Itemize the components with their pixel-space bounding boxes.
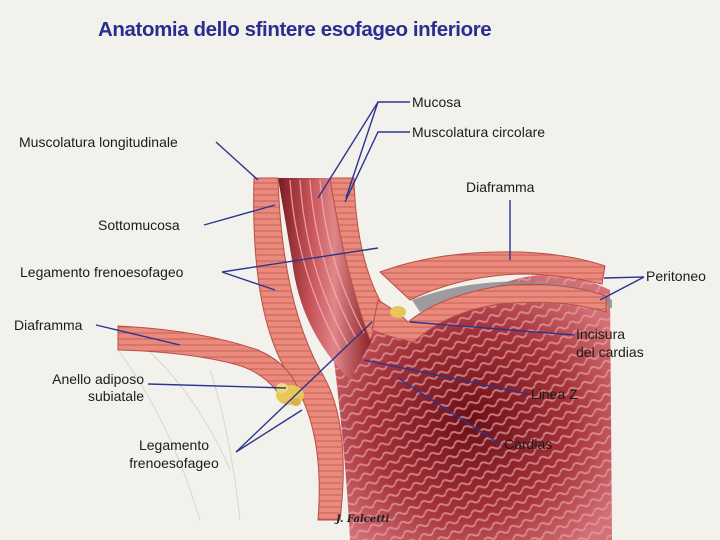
leader-linea-z: [363, 359, 529, 395]
cardia-fold: [371, 283, 607, 343]
label-muscolatura-circolare: Muscolatura circolare: [412, 124, 546, 140]
leader-legamento-bottom-1: [235, 321, 373, 453]
label-legamento-bottom-line1: Legamento: [138, 437, 210, 453]
label-cardias: Cardias: [504, 436, 553, 452]
label-legamento-bottom-line2: frenoesofageo: [129, 455, 219, 471]
esophagus: [278, 178, 372, 380]
leader-legamento-bottom-2: [235, 409, 303, 453]
leader-peritoneo: [603, 276, 645, 279]
label-linea-z: Linea Z: [531, 386, 578, 402]
leader-diaframma-left: [95, 324, 181, 346]
leader-mucosa: [345, 101, 410, 199]
diaphragm-right: [379, 251, 606, 301]
leader-sottomucosa: [203, 204, 276, 226]
label-peritoneo: Peritoneo: [646, 268, 706, 284]
leader-legamento-top-2: [221, 271, 276, 291]
leader-legamento-top-1: [221, 247, 379, 273]
label-diaframma-left: Diaframma: [14, 317, 83, 333]
leader-anello: [147, 383, 287, 389]
label-legamento-frenoesofageo-top: Legamento frenoesofageo: [20, 264, 184, 280]
background-tissue: [117, 349, 241, 521]
label-anello-line2: subiatale: [87, 388, 144, 404]
label-anello-line1: Anello adiposo: [52, 371, 144, 387]
stomach: [330, 274, 612, 540]
leader-incisura: [409, 321, 575, 336]
leader-peritoneo-2: [599, 276, 645, 301]
label-mucosa: Mucosa: [412, 94, 462, 110]
leader-muscolatura-longitudinale: [215, 141, 259, 181]
diagram-title: Anatomia dello sfintere esofageo inferio…: [98, 18, 492, 41]
label-sottomucosa: Sottomucosa: [98, 217, 180, 233]
leader-mucosa-2: [317, 101, 379, 199]
label-incisura-line2: del cardias: [576, 344, 644, 360]
leader-cardias: [397, 377, 501, 445]
label-incisura-line1: Incisura: [576, 326, 626, 342]
artist-signature: J. Falcetti: [336, 514, 390, 525]
leader-lines: [95, 101, 645, 453]
leader-muscolatura-circolare: [344, 131, 410, 203]
label-diaframma-top: Diaframma: [466, 179, 535, 195]
label-muscolatura-longitudinale: Muscolatura longitudinale: [19, 134, 178, 150]
